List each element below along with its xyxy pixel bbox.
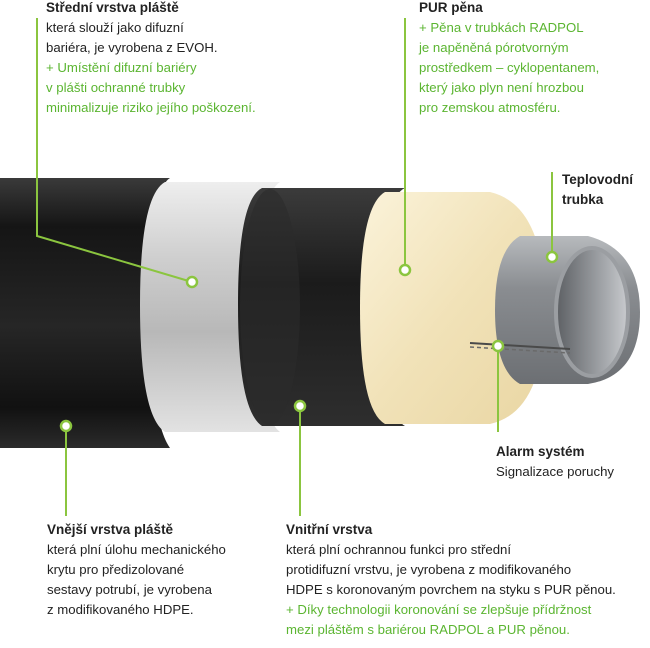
outer-layer-line2: krytu pro předizolované bbox=[47, 562, 185, 577]
pur-foam-green2: je napěněná pórotvorným bbox=[419, 40, 569, 55]
label-middle-layer: Střední vrstva pláště která slouží jako … bbox=[46, 0, 256, 118]
inner-layer-green1: + Díky technologii koronování se zlepšuj… bbox=[286, 602, 592, 617]
pur-foam-green3: prostředkem – cyklopentanem, bbox=[419, 60, 600, 75]
middle-layer-green1: + Umístění difuzní bariéry bbox=[46, 60, 197, 75]
callout-dot bbox=[545, 250, 559, 264]
callout-dots bbox=[59, 250, 559, 433]
inner-layer-line1: která plní ochrannou funkci pro střední bbox=[286, 542, 512, 557]
callout-dot bbox=[185, 275, 199, 289]
callout-dot bbox=[293, 399, 307, 413]
label-carrier-pipe: Teplovodní trubka bbox=[562, 170, 633, 210]
callout-dot bbox=[59, 419, 73, 433]
label-alarm-system: Alarm systém Signalizace poruchy bbox=[496, 442, 614, 482]
middle-layer-green2: v plášti ochranné trubky bbox=[46, 80, 186, 95]
label-inner-layer: Vnitřní vrstva která plní ochrannou funk… bbox=[286, 520, 616, 640]
pipe-bore bbox=[556, 248, 628, 376]
inner-layer-line3: HDPE s koronovaným povrchem na styku s P… bbox=[286, 582, 616, 597]
callout-dot bbox=[491, 339, 505, 353]
outer-jacket bbox=[0, 178, 170, 448]
middle-layer-line2: bariéra, je vyrobena z EVOH. bbox=[46, 40, 218, 55]
callout-lines bbox=[36, 18, 553, 516]
pur-foam-green5: pro zemskou atmosféru. bbox=[419, 100, 561, 115]
alarm-system-line1: Signalizace poruchy bbox=[496, 464, 615, 479]
middle-layer-title: Střední vrstva pláště bbox=[46, 0, 179, 15]
middle-layer-line1: která slouží jako difuzní bbox=[46, 20, 184, 35]
label-outer-layer: Vnější vrstva pláště která plní úlohu me… bbox=[47, 520, 226, 620]
outer-layer-line4: z modifikovaného HDPE. bbox=[47, 602, 194, 617]
carrier-pipe-title1: Teplovodní bbox=[562, 172, 633, 187]
inner-layer-green2: mezi pláštěm s bariérou RADPOL a PUR pěn… bbox=[286, 622, 570, 637]
pur-foam-green1: + Pěna v trubkách RADPOL bbox=[419, 20, 584, 35]
callout-dot bbox=[398, 263, 412, 277]
alarm-wire bbox=[469, 342, 571, 350]
pur-foam-green4: který jako plyn není hrozbou bbox=[419, 80, 584, 95]
outer-layer-line3: sestavy potrubí, je vyrobena bbox=[47, 582, 212, 597]
inner-layer-title: Vnitřní vrstva bbox=[286, 522, 373, 537]
carrier-pipe-title2: trubka bbox=[562, 192, 604, 207]
label-pur-foam: PUR pěna + Pěna v trubkách RADPOL je nap… bbox=[419, 0, 599, 118]
pur-foam-title: PUR pěna bbox=[419, 0, 483, 15]
outer-layer-line1: která plní úlohu mechanického bbox=[47, 542, 226, 557]
alarm-system-title: Alarm systém bbox=[496, 444, 585, 459]
outer-layer-title: Vnější vrstva pláště bbox=[47, 522, 174, 537]
inner-layer-line2: protidifuzní vrstvu, je vyrobena z modif… bbox=[286, 562, 572, 577]
middle-layer-green3: minimalizuje riziko jejího poškození. bbox=[46, 100, 256, 115]
